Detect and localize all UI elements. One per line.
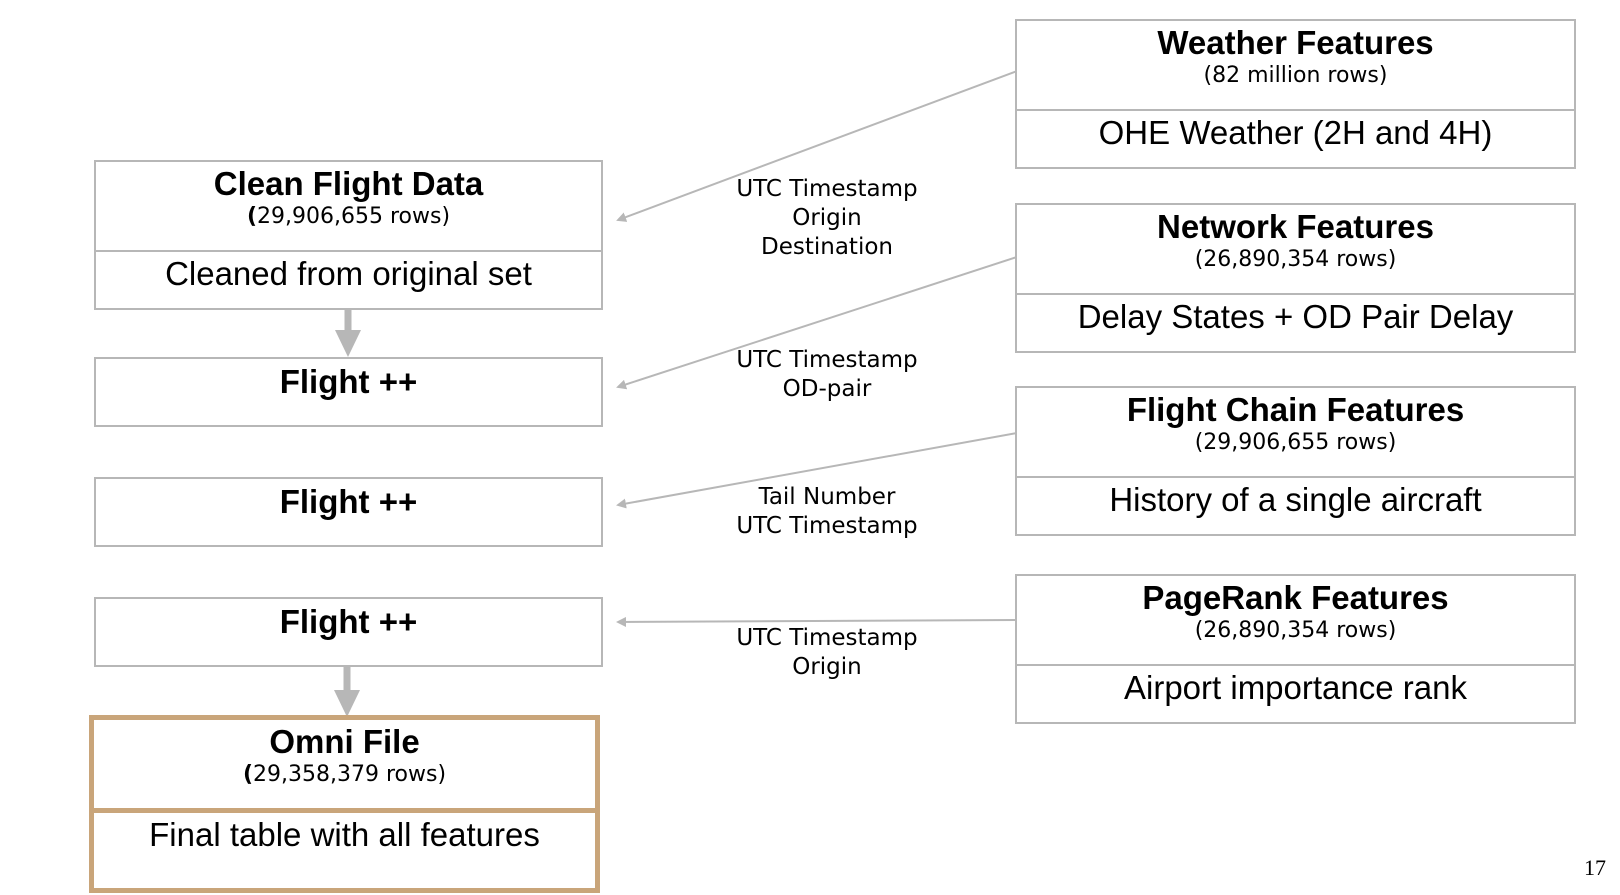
weather-join-arrow [616, 70, 1018, 222]
chain-join-keys: Tail Number UTC Timestamp [736, 484, 918, 539]
clean-to-flight-arrowhead [335, 330, 361, 357]
weather-features-description: OHE Weather (2H and 4H) [1098, 114, 1493, 151]
flight-plus-box-2: Flight ++ [94, 477, 603, 547]
flight-plus-title-1: Flight ++ [279, 363, 418, 400]
chain-join-arrow [616, 432, 1018, 509]
weather-features-box: Weather Features (82 million rows) OHE W… [1015, 19, 1576, 169]
pagerank-features-description: Airport importance rank [1124, 669, 1467, 706]
pagerank-join-arrow [616, 616, 1018, 627]
flight-chain-features-box: Flight Chain Features (29,906,655 rows) … [1015, 386, 1576, 536]
network-features-title: Network Features [1157, 208, 1434, 245]
network-join-arrow [616, 256, 1018, 390]
omni-file-box: Omni File (29,358,379 rows) Final table … [89, 715, 600, 893]
omni-file-rows: (29,358,379 rows) [242, 762, 447, 787]
flight-chain-features-title: Flight Chain Features [1126, 391, 1465, 428]
network-features-box: Network Features (26,890,354 rows) Delay… [1015, 203, 1576, 353]
network-features-rows: (26,890,354 rows) [1194, 247, 1397, 272]
pagerank-features-rows: (26,890,354 rows) [1194, 618, 1397, 643]
clean-flight-data-title: Clean Flight Data [213, 165, 484, 202]
flight-to-omni-arrowhead [334, 690, 360, 717]
omni-file-description: Final table with all features [149, 816, 540, 853]
page-number: 17 [1584, 855, 1606, 880]
network-features-description: Delay States + OD Pair Delay [1077, 298, 1514, 335]
flight-plus-box-3: Flight ++ [94, 597, 603, 667]
pagerank-features-title: PageRank Features [1142, 579, 1449, 616]
flight-plus-box-1: Flight ++ [94, 357, 603, 427]
clean-flight-data-description: Cleaned from original set [165, 255, 532, 292]
weather-features-rows: (82 million rows) [1203, 63, 1388, 88]
omni-file-title: Omni File [269, 723, 420, 760]
pagerank-join-keys: UTC Timestamp Origin [736, 625, 918, 680]
flight-chain-features-rows: (29,906,655 rows) [1194, 430, 1397, 455]
flight-plus-title-3: Flight ++ [279, 603, 418, 640]
pagerank-features-box: PageRank Features (26,890,354 rows) Airp… [1015, 574, 1576, 724]
flight-plus-title-2: Flight ++ [279, 483, 418, 520]
clean-flight-data-rows: (29,906,655 rows) [246, 204, 451, 229]
network-join-keys: UTC Timestamp OD-pair [736, 347, 918, 402]
flight-chain-features-description: History of a single aircraft [1109, 481, 1482, 518]
clean-flight-data-box: Clean Flight Data (29,906,655 rows) Clea… [94, 160, 603, 310]
weather-join-keys: UTC Timestamp Origin Destination [736, 176, 918, 260]
weather-features-title: Weather Features [1157, 24, 1434, 61]
